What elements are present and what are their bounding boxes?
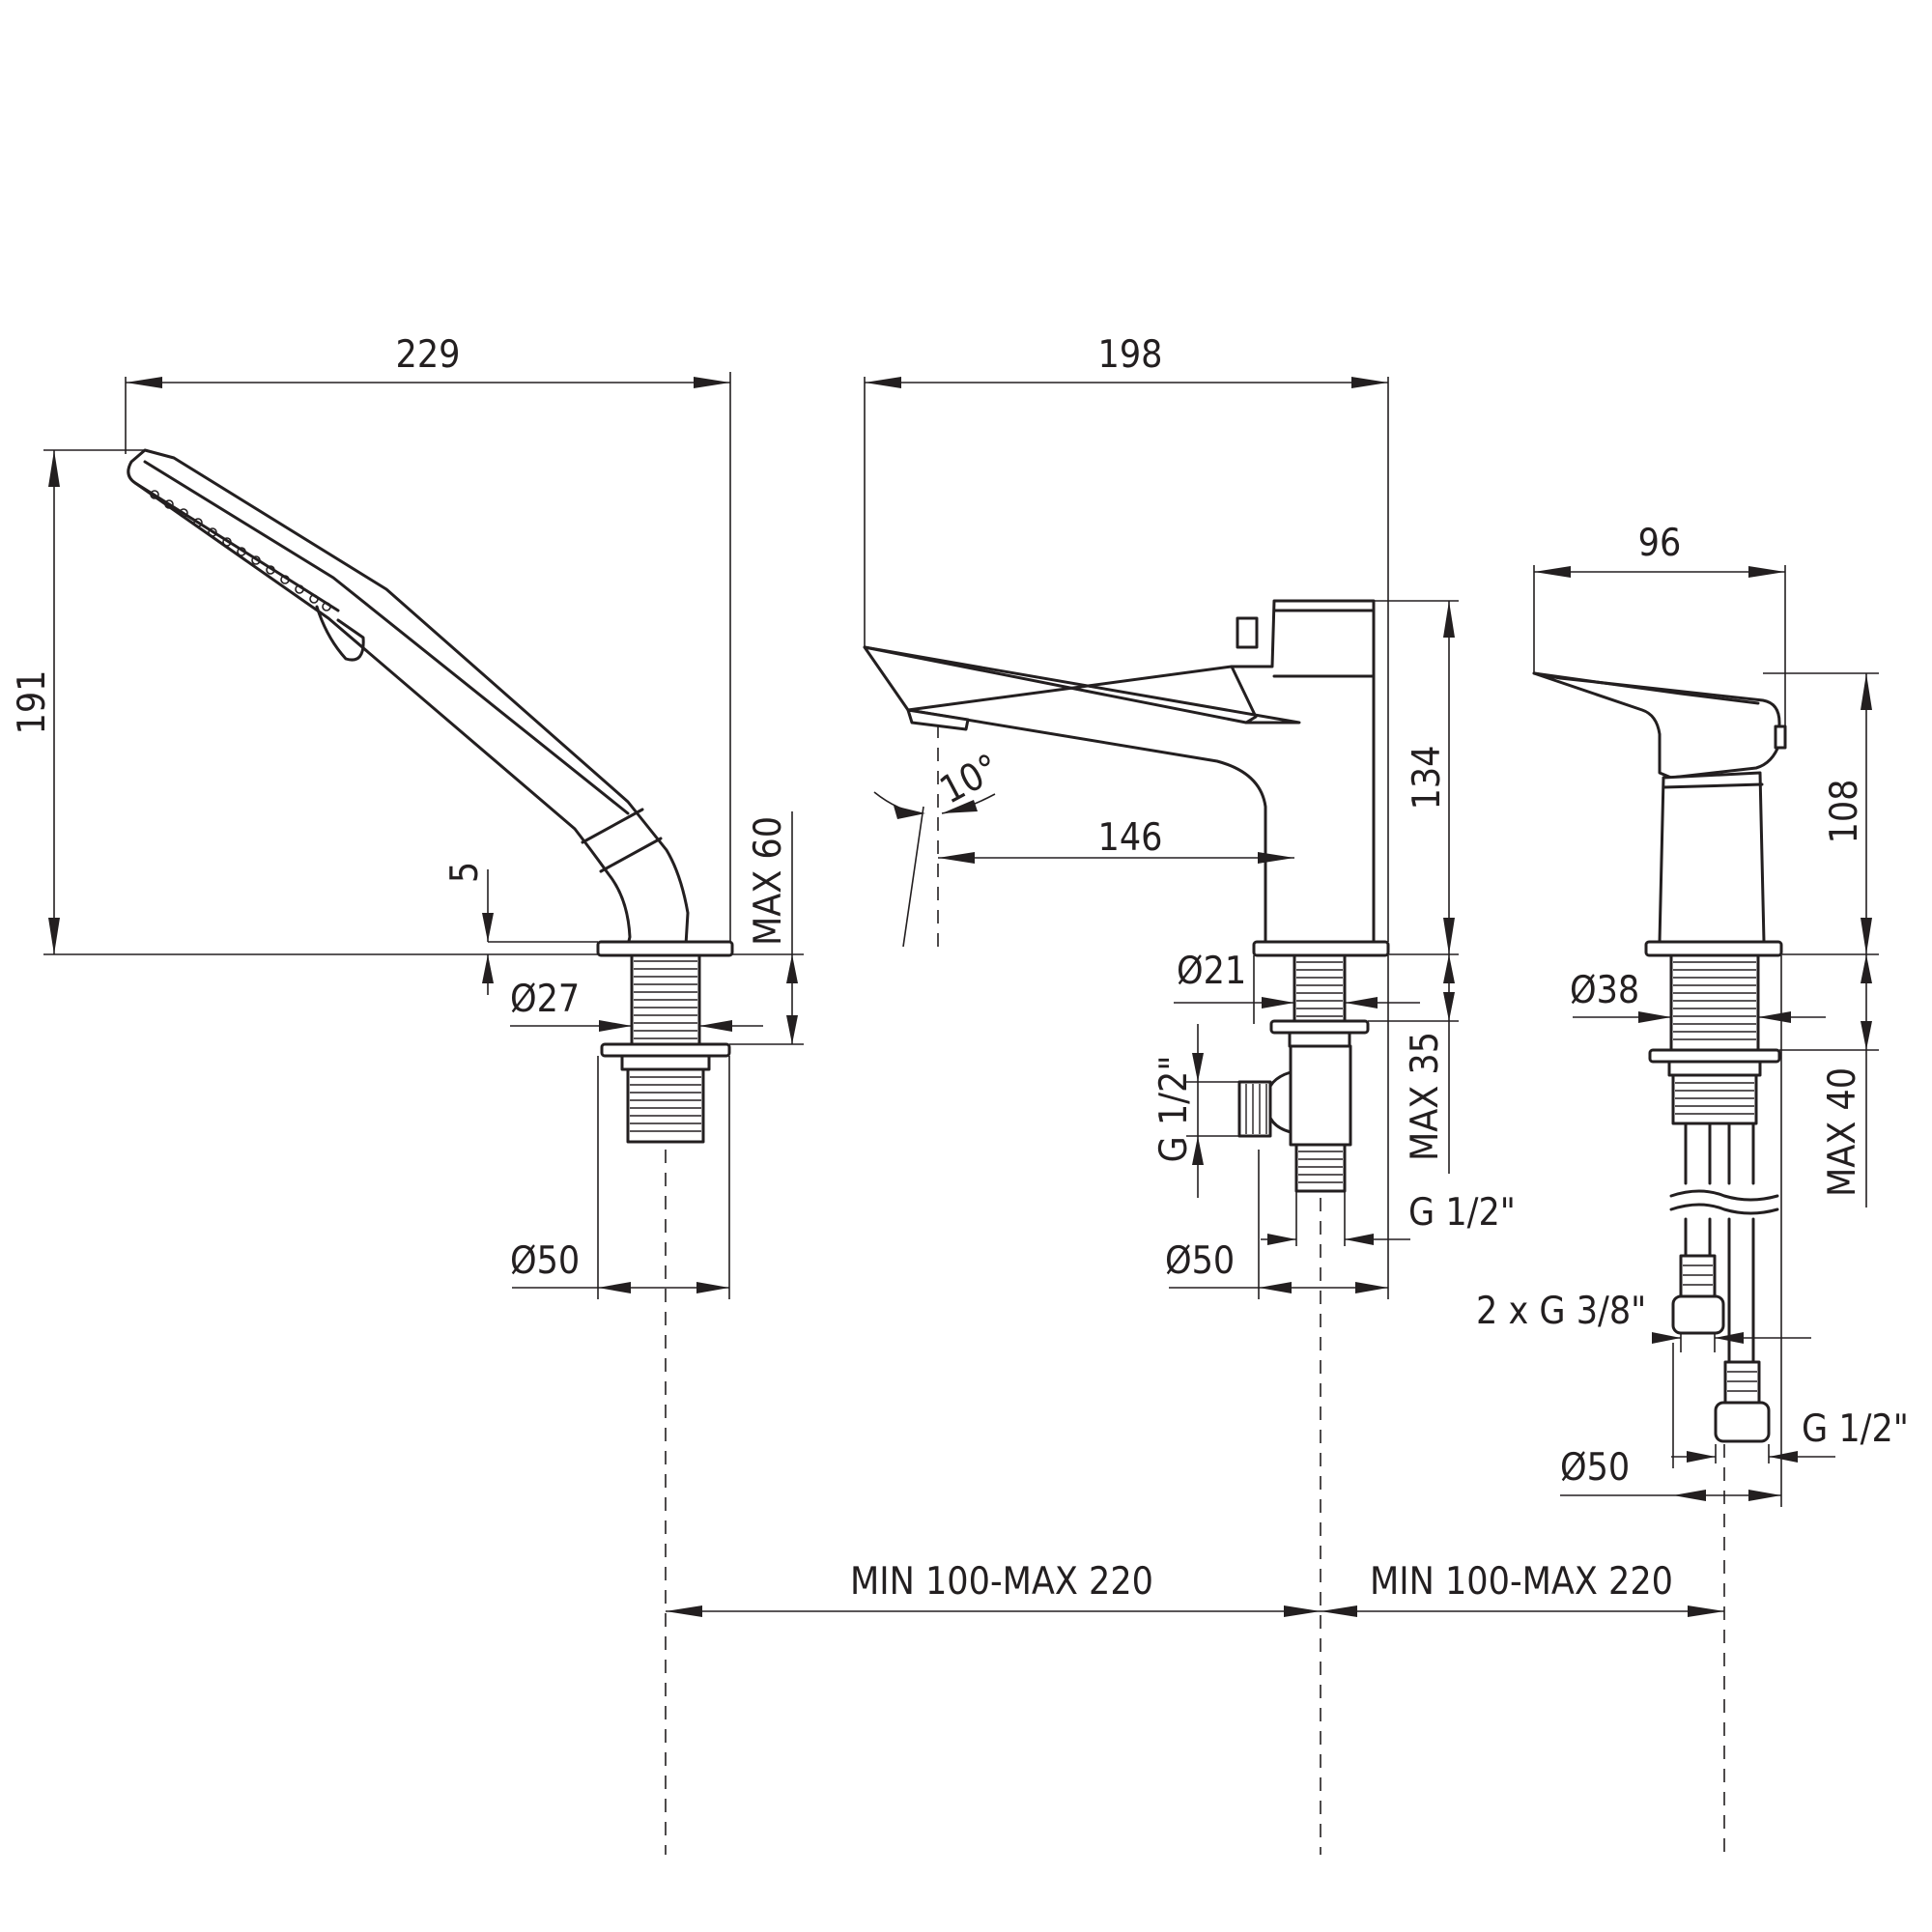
dim-max40: MAX 40 <box>1821 1067 1864 1197</box>
spout-tee-body <box>1289 1044 1352 1147</box>
spout-button <box>1236 616 1259 649</box>
dim-spacing-left: MIN 100-MAX 220 <box>850 1560 1153 1604</box>
mixer-hose-nut-right <box>1714 1401 1771 1443</box>
spout-top-edge <box>863 645 1301 724</box>
mixer-threaded-body <box>1669 953 1760 1052</box>
shower-tail-threads <box>630 1076 701 1132</box>
dim-134: 134 <box>1406 746 1449 810</box>
dim-d50-spout: Ø50 <box>1165 1239 1235 1283</box>
mixer-hose-nut-left <box>1671 1294 1725 1335</box>
shower-nut <box>620 1054 711 1071</box>
spout-washer <box>1269 1019 1370 1035</box>
spacing-dimensions: MIN 100-MAX 220 MIN 100-MAX 220 <box>666 1560 1724 1617</box>
dim-d50-shower: Ø50 <box>510 1239 580 1283</box>
dim-g12-side: G 1/2" <box>1152 1056 1196 1163</box>
spout-view: 198 10° 146 134 Ø21 MAX 35 <box>863 333 1516 1855</box>
spout-body <box>863 599 1376 944</box>
dim-d38: Ø38 <box>1570 969 1639 1012</box>
spout-bottom-threads <box>1298 1151 1343 1183</box>
spout-thread-lines <box>1296 961 1343 1017</box>
dim-5: 5 <box>443 862 487 883</box>
spout-deck-flange <box>1252 940 1390 957</box>
mixer-thread-lines <box>1673 961 1756 1040</box>
shower-deck-flange <box>596 940 734 957</box>
dim-d50-mixer: Ø50 <box>1560 1446 1630 1490</box>
hand-shower-inner-edge <box>143 460 630 815</box>
mixer-deck-flange <box>1644 940 1783 957</box>
dim-g12-bottom: G 1/2" <box>1408 1191 1516 1235</box>
mixer-hose-fitting-right <box>1723 1360 1761 1405</box>
mixer-nut <box>1667 1060 1762 1077</box>
hand-shower-face <box>133 481 340 612</box>
dim-g12-mixer: G 1/2" <box>1802 1407 1909 1451</box>
spout-side-threads <box>1245 1084 1267 1134</box>
mixer-view: 96 108 Ø38 MAX 40 2 x G 3/8" <box>1476 522 1909 1855</box>
mixer-knob <box>1774 724 1787 750</box>
dim-229: 229 <box>396 333 461 377</box>
dim-108: 108 <box>1823 780 1866 844</box>
shower-washer <box>600 1042 731 1058</box>
spout-nut <box>1288 1031 1351 1048</box>
spout-side-connector <box>1237 1080 1272 1138</box>
spout-aerator <box>906 708 970 731</box>
hand-shower-lever <box>315 605 365 662</box>
dim-spacing-right: MIN 100-MAX 220 <box>1370 1560 1673 1604</box>
dim-191: 191 <box>11 670 54 735</box>
dim-146: 146 <box>1098 816 1163 860</box>
spout-threaded-body <box>1293 953 1347 1023</box>
spray-nozzles <box>150 490 331 611</box>
spout-under-edge <box>906 665 1234 712</box>
mixer-washer <box>1648 1048 1781 1064</box>
mixer-hose-fitting-left-threads <box>1683 1264 1713 1286</box>
mixer-body <box>1658 771 1766 944</box>
hand-shower-handle-band <box>581 808 663 873</box>
mixer-hose-fitting-left <box>1679 1254 1717 1298</box>
shower-thread-lines <box>634 960 697 1039</box>
dim-2xg38: 2 x G 3/8" <box>1476 1290 1646 1333</box>
dim-d27: Ø27 <box>510 978 580 1021</box>
dim-max60: MAX 60 <box>747 816 790 946</box>
dim-10deg: 10° <box>933 746 1007 812</box>
shower-tail <box>626 1067 705 1144</box>
mixer-lever-edge <box>1532 671 1760 705</box>
shower-head-view: 229 191 5 MAX 60 Ø27 Ø50 <box>11 333 804 1855</box>
dim-max35: MAX 35 <box>1404 1032 1447 1161</box>
mixer-tail-threads <box>1675 1082 1754 1115</box>
mixer-hose-fitting-right-threads <box>1727 1371 1757 1392</box>
dim-198: 198 <box>1098 333 1163 377</box>
dim-d21: Ø21 <box>1177 950 1246 993</box>
dim-96: 96 <box>1638 522 1682 565</box>
spout-bottom-tail <box>1294 1143 1347 1193</box>
mixer-body-split <box>1662 782 1764 789</box>
